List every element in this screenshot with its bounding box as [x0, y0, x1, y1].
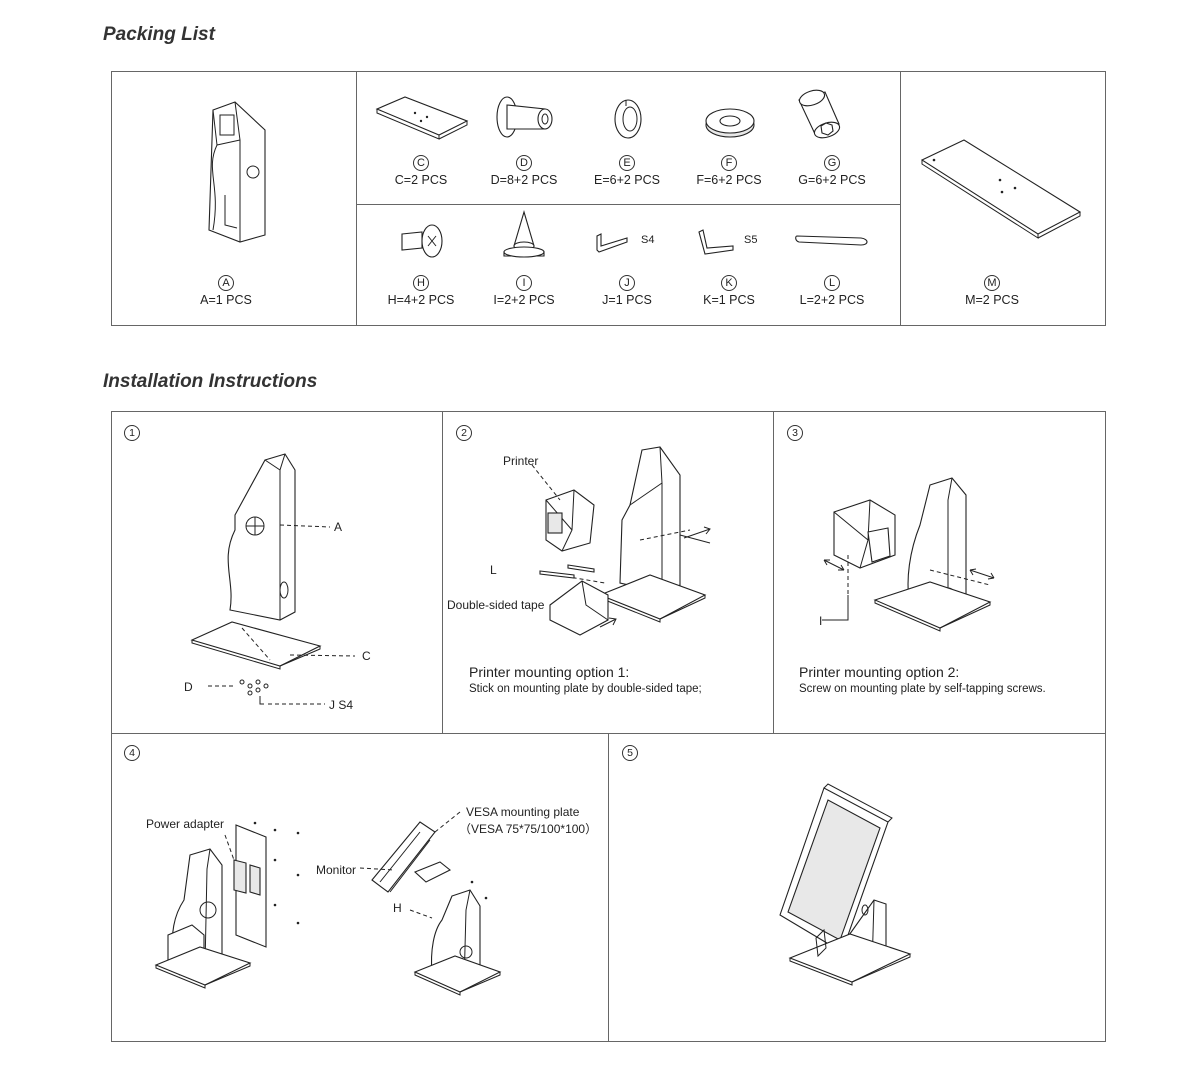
step-2-option-title: Printer mounting option 1:: [469, 664, 630, 680]
part-j-hex-key-illustration: [596, 233, 628, 253]
divider: [900, 71, 901, 326]
step-2-number: 2: [456, 425, 472, 441]
part-e-letter: E: [619, 155, 635, 171]
part-h-caption: H H=4+2 PCS: [361, 275, 481, 307]
part-l-caption: L L=2+2 PCS: [772, 275, 892, 307]
divider: [608, 733, 609, 1042]
step-3-assembly-illustration: [822, 477, 995, 632]
part-h-qty: H=4+2 PCS: [387, 293, 455, 307]
part-h-screw-illustration: [401, 224, 443, 258]
step-4-label-h: H: [393, 901, 402, 915]
part-d-caption: D D=8+2 PCS: [464, 155, 584, 187]
step-2-assembly-illustration: [531, 446, 711, 636]
step-1-label-c: C: [362, 649, 371, 663]
part-f-letter: F: [721, 155, 737, 171]
part-d-qty: D=8+2 PCS: [490, 173, 558, 187]
part-m-caption: M M=2 PCS: [932, 275, 1052, 307]
step-5-number: 5: [622, 745, 638, 761]
part-j-letter: J: [619, 275, 635, 291]
part-g-letter: G: [824, 155, 840, 171]
part-i-letter: I: [516, 275, 532, 291]
step-1-label-a: A: [334, 520, 343, 534]
step-3-label-i: I: [819, 614, 823, 628]
part-c-qty: C=2 PCS: [394, 173, 448, 187]
part-m-letter: M: [984, 275, 1000, 291]
part-l-letter: L: [824, 275, 840, 291]
step-4-label-power-adapter: Power adapter: [146, 817, 225, 831]
part-a-qty: A=1 PCS: [200, 293, 252, 307]
step-4-power-adapter-illustration: [154, 821, 300, 989]
part-f-qty: F=6+2 PCS: [696, 173, 762, 187]
part-a-kiosk-body-illustration: [208, 101, 266, 243]
part-m-base-plate-illustration: [920, 139, 1082, 239]
part-e-ring-illustration: [614, 99, 642, 139]
step-4-label-vesa-sizes: （VESA 75*75/100*100）: [459, 822, 598, 836]
packing-list-title: Packing List: [103, 24, 215, 45]
part-h-letter: H: [413, 275, 429, 291]
part-m-qty: M=2 PCS: [965, 293, 1019, 307]
part-j-qty: J=1 PCS: [602, 293, 652, 307]
part-j-caption: J J=1 PCS: [567, 275, 687, 307]
step-1-label-d: D: [184, 680, 193, 694]
part-l-tape-strip-illustration: [795, 235, 868, 246]
installation-title: Installation Instructions: [103, 371, 318, 392]
part-k-qty: K=1 PCS: [703, 293, 755, 307]
part-k-letter: K: [721, 275, 737, 291]
part-g-qty: G=6+2 PCS: [798, 173, 866, 187]
step-2-label-tape: Double-sided tape: [447, 598, 545, 612]
step-2-label-printer: Printer: [503, 454, 539, 468]
part-f-caption: F F=6+2 PCS: [669, 155, 789, 187]
part-a-caption: A A=1 PCS: [166, 275, 286, 307]
step-4-monitor-illustration: [359, 811, 502, 996]
step-4-number: 4: [124, 745, 140, 761]
divider: [356, 71, 357, 326]
part-g-caption: G G=6+2 PCS: [772, 155, 892, 187]
packing-list-table: [111, 71, 1106, 326]
part-k-hex-key-illustration: [698, 229, 734, 255]
divider: [356, 204, 901, 205]
part-c-caption: C C=2 PCS: [361, 155, 481, 187]
step-3-number: 3: [787, 425, 803, 441]
step-1-number: 1: [124, 425, 140, 441]
part-l-qty: L=2+2 PCS: [799, 293, 865, 307]
step-3-option-title: Printer mounting option 2:: [799, 664, 960, 680]
part-f-washer-illustration: [705, 108, 755, 138]
part-i-qty: I=2+2 PCS: [493, 293, 555, 307]
step-4-label-vesa-plate: VESA mounting plate: [466, 805, 580, 819]
divider: [773, 411, 774, 733]
part-g-socket-screw-illustration: [798, 89, 841, 139]
divider: [442, 411, 443, 733]
step-4-label-monitor: Monitor: [316, 863, 357, 877]
step-1-label-j: J S4: [329, 698, 354, 712]
part-i-foot-cone-illustration: [503, 210, 545, 258]
step-1-assembly-illustration: [190, 453, 356, 705]
part-c-plate-illustration: [375, 96, 469, 140]
part-e-qty: E=6+2 PCS: [593, 173, 660, 187]
step-2-label-l: L: [490, 563, 497, 577]
part-c-letter: C: [413, 155, 429, 171]
part-e-caption: E E=6+2 PCS: [567, 155, 687, 187]
part-d-bolt-illustration: [496, 96, 553, 138]
part-k-caption: K K=1 PCS: [669, 275, 789, 307]
part-j-size-label: S4: [641, 234, 655, 246]
part-k-size-label: S5: [744, 234, 758, 246]
step-5-finished-kiosk-illustration: [779, 783, 912, 986]
step-3-option-description: Screw on mounting plate by self-tapping …: [799, 683, 1046, 695]
part-d-letter: D: [516, 155, 532, 171]
part-i-caption: I I=2+2 PCS: [464, 275, 584, 307]
step-2-option-description: Stick on mounting plate by double-sided …: [469, 683, 702, 695]
part-a-letter: A: [218, 275, 234, 291]
